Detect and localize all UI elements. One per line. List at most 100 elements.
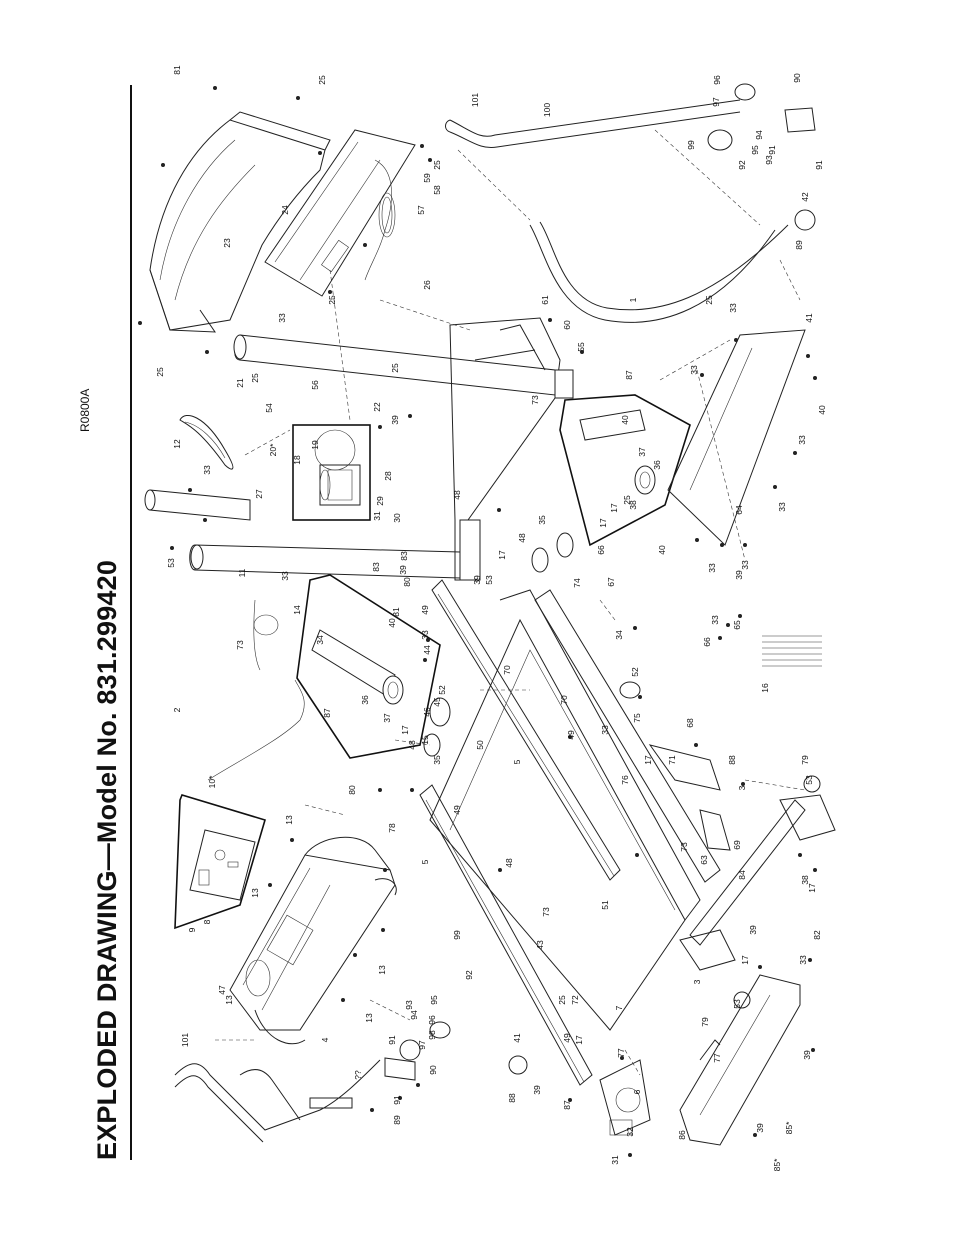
- part-label: 77: [616, 1048, 626, 1058]
- part-label: 30: [392, 513, 402, 523]
- part-label: 29: [375, 496, 385, 506]
- part-label: 97: [711, 97, 721, 107]
- part-label: 53: [732, 999, 742, 1009]
- part-label: 48: [452, 490, 462, 500]
- part-label: 40: [817, 405, 827, 415]
- part-label: 94: [409, 1010, 419, 1020]
- part-label: 25: [704, 295, 714, 305]
- part-labels: 1233455678910*11121313131313141516171717…: [155, 65, 827, 1171]
- part-label: 25: [317, 75, 327, 85]
- part-label: 19: [310, 440, 320, 450]
- part-label: 101: [470, 93, 480, 107]
- part-label: 28: [383, 471, 393, 481]
- part-label: ??: [353, 1070, 363, 1080]
- roller-tube-left: [144, 489, 251, 521]
- part-label: 18: [292, 455, 302, 465]
- part-label: 40: [387, 618, 397, 628]
- part-label: 45: [432, 697, 442, 707]
- console: [229, 836, 397, 1045]
- part-label: 25: [250, 373, 260, 383]
- part-label: 61: [540, 295, 550, 305]
- part-label: 73: [679, 842, 689, 852]
- leader-lines: [215, 129, 806, 1076]
- part-label: 47: [217, 985, 227, 995]
- rear-frame: [679, 974, 801, 1146]
- part-label: 13: [377, 965, 387, 975]
- part-label: 85*: [772, 1158, 782, 1171]
- inset-85-left: [296, 574, 441, 759]
- part-label: 49: [566, 730, 576, 740]
- part-label: 13: [364, 1013, 374, 1023]
- part-label: 79: [700, 1017, 710, 1027]
- part-label: 25: [432, 160, 442, 170]
- part-label: 14: [292, 605, 302, 615]
- part-label: 35: [432, 755, 442, 765]
- part-label: 88: [507, 1093, 517, 1103]
- walking-deck: [429, 589, 701, 1031]
- part-label: 32: [625, 1127, 635, 1137]
- part-label: 100: [542, 103, 552, 117]
- part-label: 1: [628, 297, 638, 302]
- part-label: 72: [570, 995, 580, 1005]
- part-label: 73: [530, 395, 540, 405]
- part-label: 58: [432, 185, 442, 195]
- part-label: 3: [692, 979, 702, 984]
- handrail-right: [529, 221, 789, 323]
- part-label: 33: [689, 365, 699, 375]
- part-label: 26: [422, 280, 432, 290]
- part-label: 17: [807, 883, 817, 893]
- fasteners: [138, 86, 817, 1157]
- part-label: 89: [392, 1115, 402, 1125]
- part-label: 59: [422, 173, 432, 183]
- part-label: 85*: [784, 1121, 794, 1134]
- part-label: 34: [614, 630, 624, 640]
- part-label: 39: [390, 415, 400, 425]
- part-label: 83: [399, 551, 409, 561]
- part-label: 17: [643, 755, 653, 765]
- part-label: 96: [712, 75, 722, 85]
- part-label: 84: [737, 870, 747, 880]
- part-label: 13: [224, 995, 234, 1005]
- part-label: 99: [686, 140, 696, 150]
- part-label: 4: [320, 1037, 330, 1042]
- part-label: 17: [497, 550, 507, 560]
- part-label: 65: [732, 620, 742, 630]
- part-label: 16: [760, 683, 770, 693]
- controller-plate: [264, 129, 416, 297]
- part-label: 83: [371, 562, 381, 572]
- part-label: 91: [387, 1035, 397, 1045]
- part-label: 48: [407, 740, 417, 750]
- part-label: 71: [667, 755, 677, 765]
- part-label: 23: [222, 238, 232, 248]
- part-label: 92: [737, 160, 747, 170]
- part-label: 33: [277, 313, 287, 323]
- upright-tubes: [190, 334, 247, 570]
- part-label: 22: [372, 402, 382, 412]
- part-label: 39: [755, 1123, 765, 1133]
- part-label: 21: [235, 378, 245, 388]
- part-label: 15: [420, 735, 430, 745]
- handrail-top: [445, 99, 741, 149]
- part-label: 73: [235, 640, 245, 650]
- part-label: 25: [390, 363, 400, 373]
- motor-assembly: [292, 424, 371, 521]
- part-label: 64: [734, 505, 744, 515]
- part-label: 8: [202, 919, 212, 924]
- part-label: 70: [502, 665, 512, 675]
- foot-assembly-bottom: [384, 1021, 528, 1081]
- part-label: 39: [472, 575, 482, 585]
- part-label: 48: [504, 858, 514, 868]
- part-label: 13: [250, 888, 260, 898]
- motor-hood: [149, 111, 331, 333]
- part-label: 57: [416, 205, 426, 215]
- part-label: 33: [710, 615, 720, 625]
- part-label: 76: [620, 775, 630, 785]
- part-label: 88: [727, 755, 737, 765]
- part-label: 39: [734, 570, 744, 580]
- deck-support: [667, 329, 806, 546]
- part-label: 95: [750, 145, 760, 155]
- part-label: 42: [800, 192, 810, 202]
- part-label: 48: [517, 533, 527, 543]
- part-label: 87: [624, 370, 634, 380]
